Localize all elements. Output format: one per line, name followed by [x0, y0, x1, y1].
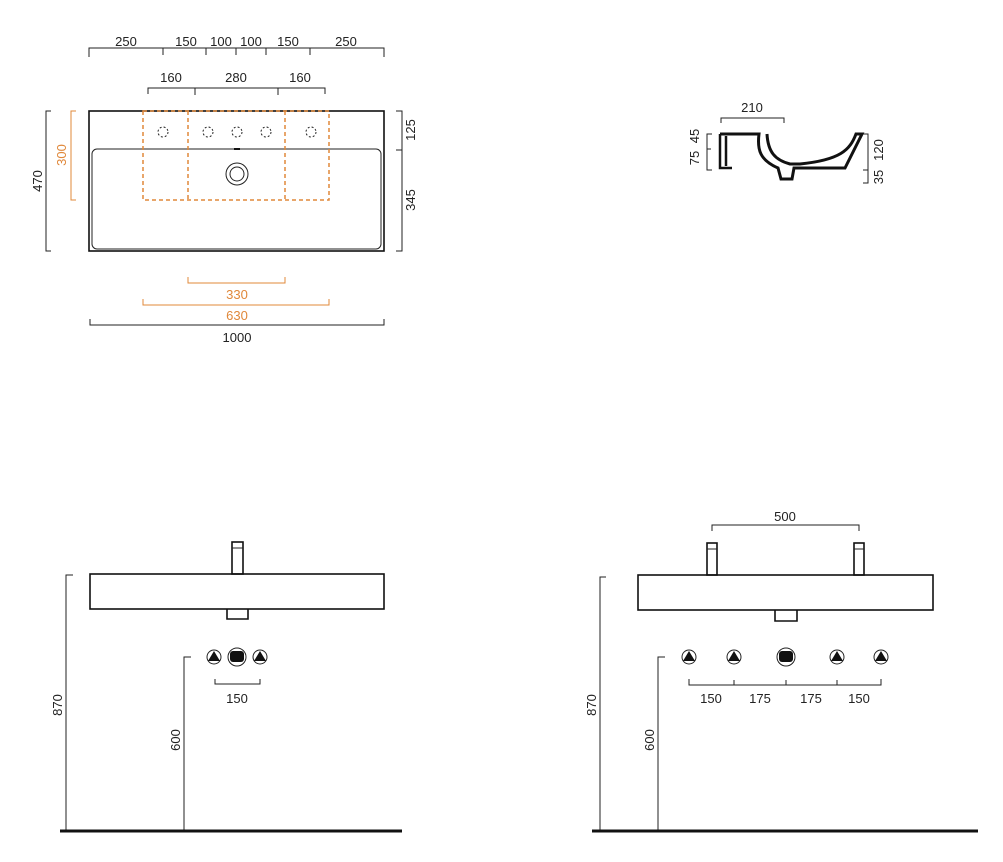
dim-label: 210: [741, 100, 763, 115]
dim-label: 150: [700, 691, 722, 706]
tap-icon: [231, 541, 244, 575]
dim-label: 470: [30, 170, 45, 192]
dim-label: 160: [160, 70, 182, 85]
dim-label: 870: [584, 694, 599, 716]
dim-label: 150: [848, 691, 870, 706]
dim-label: 250: [115, 34, 137, 49]
dim-label: 150: [277, 34, 299, 49]
tap-hole-icons: [157, 126, 317, 138]
basin-front: [637, 574, 934, 611]
drain-icon: [774, 610, 798, 622]
top-view: 250 150 100 100 150 250 160 280 160 470 …: [30, 34, 418, 345]
dim-label: 280: [225, 70, 247, 85]
front-view-single-tap: 150 870 600: [50, 541, 402, 833]
dim-label: 45: [687, 129, 702, 143]
drain-icon: [225, 162, 249, 186]
dim-label: 100: [240, 34, 262, 49]
dim-label: 100: [210, 34, 232, 49]
dim-label: 600: [642, 729, 657, 751]
dim-label: 250: [335, 34, 357, 49]
tap-icon: [706, 542, 718, 576]
dim-label: 75: [687, 151, 702, 165]
dim-label: 175: [749, 691, 771, 706]
dim-label: 175: [800, 691, 822, 706]
dim-label: 120: [871, 139, 886, 161]
dim-label: 600: [168, 729, 183, 751]
basin-front: [89, 573, 385, 610]
front-view-double-tap: 500 150 175 175 150 870 600: [584, 509, 978, 833]
outlet-icons: [206, 647, 268, 667]
dim-label: 35: [871, 170, 886, 184]
outlet-icons: [681, 647, 889, 667]
dim-label: 500: [774, 509, 796, 524]
dim-label-orange: 330: [226, 287, 248, 302]
dim-label: 150: [175, 34, 197, 49]
dim-label: 150: [226, 691, 248, 706]
cabinet-outline: [142, 110, 330, 201]
dim-label: 125: [403, 119, 418, 141]
bowl-outline: [91, 148, 382, 250]
dim-label: 345: [403, 189, 418, 211]
dim-label: 160: [289, 70, 311, 85]
side-view: 210 75 45 120 35: [687, 100, 886, 184]
tap-icon: [853, 542, 865, 576]
drain-icon: [226, 609, 249, 620]
dim-label-orange: 630: [226, 308, 248, 323]
dim-label-orange: 300: [54, 144, 69, 166]
dim-label: 870: [50, 694, 65, 716]
dim-label: 1000: [223, 330, 252, 345]
